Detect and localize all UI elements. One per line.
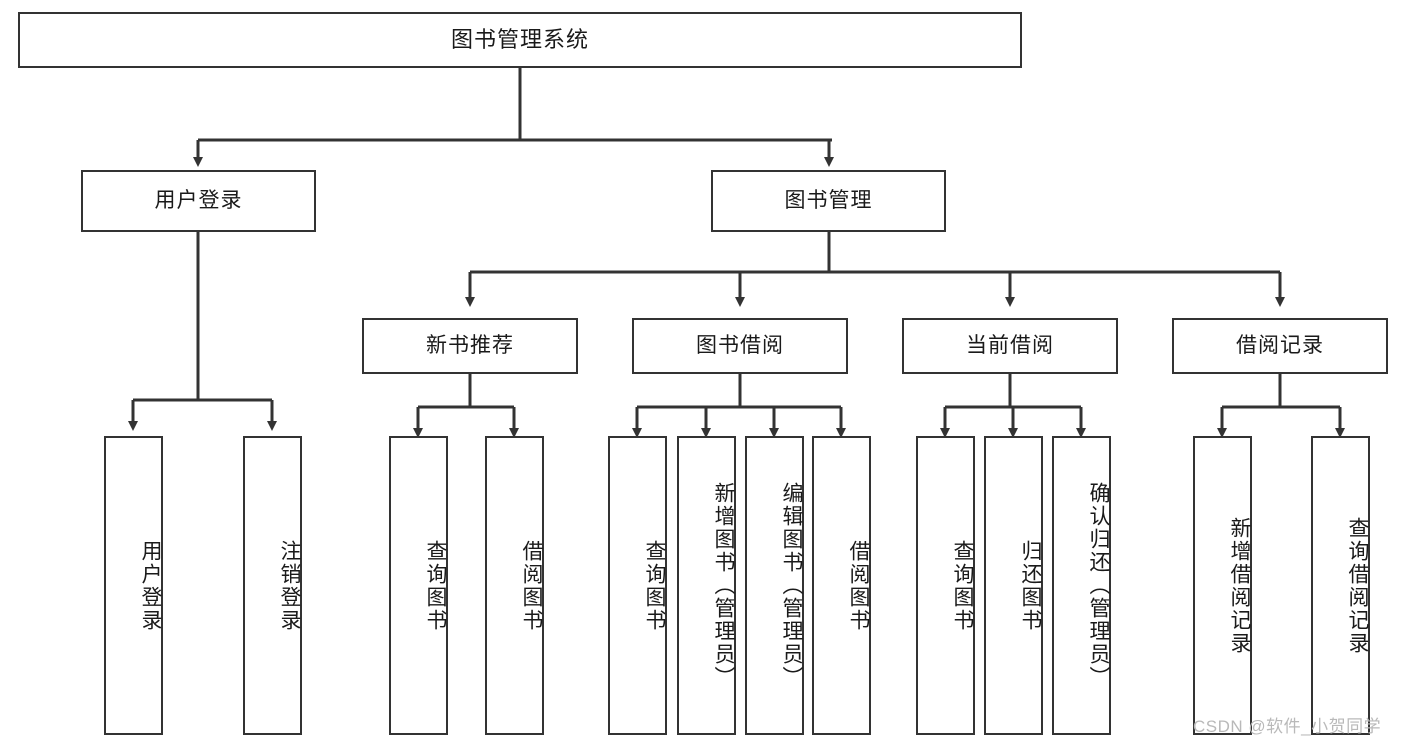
node-label: 确认归还（管理员） xyxy=(1087,482,1110,689)
node-borrow-record[interactable]: 借阅记录 xyxy=(1172,318,1388,374)
node-leaf-query-book-borrow[interactable]: 查询图书 xyxy=(608,436,667,735)
node-label: 查询图书 xyxy=(643,539,666,632)
node-leaf-logout[interactable]: 注销登录 xyxy=(243,436,302,735)
node-label: 借阅图书 xyxy=(847,539,870,632)
node-book-management[interactable]: 图书管理 xyxy=(711,170,946,232)
node-label: 查询图书 xyxy=(951,539,974,632)
node-leaf-add-book[interactable]: 新增图书（管理员） xyxy=(677,436,736,735)
node-leaf-borrow-book[interactable]: 借阅图书 xyxy=(812,436,871,735)
node-label: 注销登录 xyxy=(278,539,301,632)
node-leaf-query-book-current[interactable]: 查询图书 xyxy=(916,436,975,735)
node-label: 用户登录 xyxy=(139,539,162,632)
node-leaf-edit-book[interactable]: 编辑图书（管理员） xyxy=(745,436,804,735)
node-label: 查询借阅记录 xyxy=(1346,516,1369,655)
node-book-borrow[interactable]: 图书借阅 xyxy=(632,318,848,374)
node-label: 新书推荐 xyxy=(426,334,514,358)
node-label: 图书管理 xyxy=(784,189,873,213)
node-label: 图书管理系统 xyxy=(450,26,589,52)
node-label: 借阅图书 xyxy=(520,539,543,632)
node-leaf-add-borrow-record[interactable]: 新增借阅记录 xyxy=(1193,436,1252,735)
node-label: 图书借阅 xyxy=(696,334,784,358)
node-label: 新增借阅记录 xyxy=(1228,516,1251,655)
node-leaf-borrow-book-recommend[interactable]: 借阅图书 xyxy=(485,436,544,735)
node-label: 借阅记录 xyxy=(1236,334,1324,358)
node-leaf-query-book-recommend[interactable]: 查询图书 xyxy=(389,436,448,735)
node-current-borrow[interactable]: 当前借阅 xyxy=(902,318,1118,374)
node-label: 新增图书（管理员） xyxy=(712,482,735,689)
node-label: 当前借阅 xyxy=(966,334,1054,358)
node-leaf-user-login[interactable]: 用户登录 xyxy=(104,436,163,735)
node-leaf-confirm-return[interactable]: 确认归还（管理员） xyxy=(1052,436,1111,735)
node-leaf-return-book[interactable]: 归还图书 xyxy=(984,436,1043,735)
node-label: 查询图书 xyxy=(424,539,447,632)
node-new-book-recommend[interactable]: 新书推荐 xyxy=(362,318,578,374)
node-label: 编辑图书（管理员） xyxy=(780,482,803,689)
csdn-watermark: CSDN @软件_小贺同学 xyxy=(1193,717,1382,736)
node-root-book-management-system[interactable]: 图书管理系统 xyxy=(18,12,1022,68)
node-label: 用户登录 xyxy=(154,189,243,213)
node-label: 归还图书 xyxy=(1019,539,1042,632)
node-leaf-query-borrow-record[interactable]: 查询借阅记录 xyxy=(1311,436,1370,735)
node-user-login[interactable]: 用户登录 xyxy=(81,170,316,232)
